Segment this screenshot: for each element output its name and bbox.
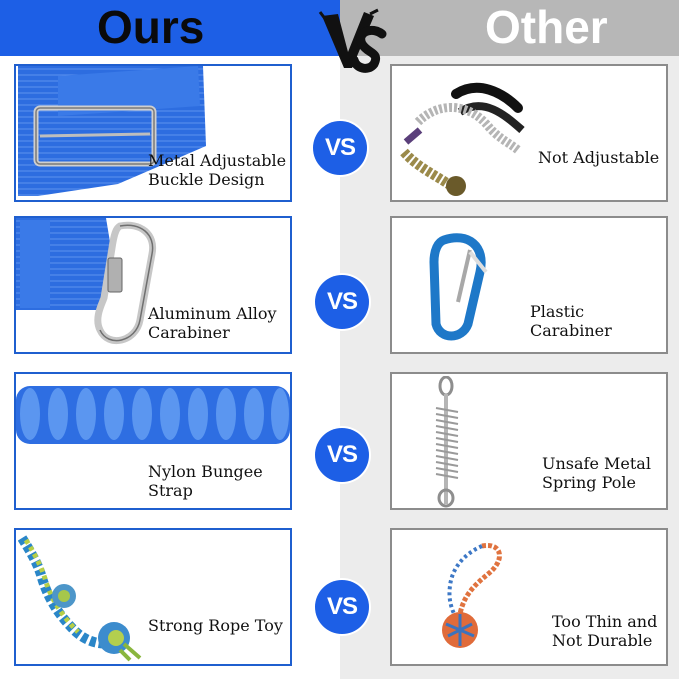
not-adjustable-leash-image	[400, 82, 525, 196]
other-card-2: Plastic Carabiner	[390, 216, 668, 354]
vs-badge-4: VS	[315, 580, 369, 634]
other-feature-4-label: Too Thin and Not Durable	[552, 612, 658, 650]
ours-card-rope-toy: Strong Rope Toy	[14, 528, 292, 666]
ours-feature-4-label: Strong Rope Toy	[148, 616, 283, 635]
other-card-3: Unsafe Metal Spring Pole	[390, 372, 668, 510]
ours-feature-1-label: Metal Adjustable Buckle Design	[148, 151, 287, 189]
vs-badge-2: VS	[315, 275, 369, 329]
ours-feature-3-label: Nylon Bungee Strap	[148, 462, 263, 500]
thin-rope-toy-image	[442, 542, 502, 648]
other-card-1: Not Adjustable	[390, 64, 668, 202]
ours-feature-2-label: Aluminum Alloy Carabiner	[148, 304, 277, 342]
other-feature-1-label: Not Adjustable	[538, 148, 660, 167]
nylon-bungee-image	[16, 386, 290, 444]
ours-header-bar	[0, 0, 340, 56]
vs-brush-logo	[318, 8, 387, 73]
plastic-carabiner-image	[429, 233, 488, 341]
ours-card-buckle: Metal Adjustable Buckle Design	[14, 64, 292, 202]
ours-card-carabiner: Aluminum Alloy Carabiner	[14, 216, 292, 354]
other-feature-3-label: Unsafe Metal Spring Pole	[542, 454, 651, 492]
ours-card-bungee: Nylon Bungee Strap	[14, 372, 292, 510]
vs-badge-3: VS	[315, 428, 369, 482]
aluminum-carabiner-image	[16, 218, 157, 344]
other-title: Other	[485, 1, 608, 53]
other-card-4: Too Thin and Not Durable	[390, 528, 668, 666]
metal-spring-pole-image	[435, 376, 459, 508]
other-feature-2-label: Plastic Carabiner	[530, 302, 612, 340]
other-header-bar	[340, 0, 679, 56]
ours-title: Ours	[97, 1, 205, 53]
vs-badge-1: VS	[313, 121, 367, 175]
strong-rope-toy-image	[18, 535, 142, 662]
buckle-strap-image	[18, 66, 206, 196]
